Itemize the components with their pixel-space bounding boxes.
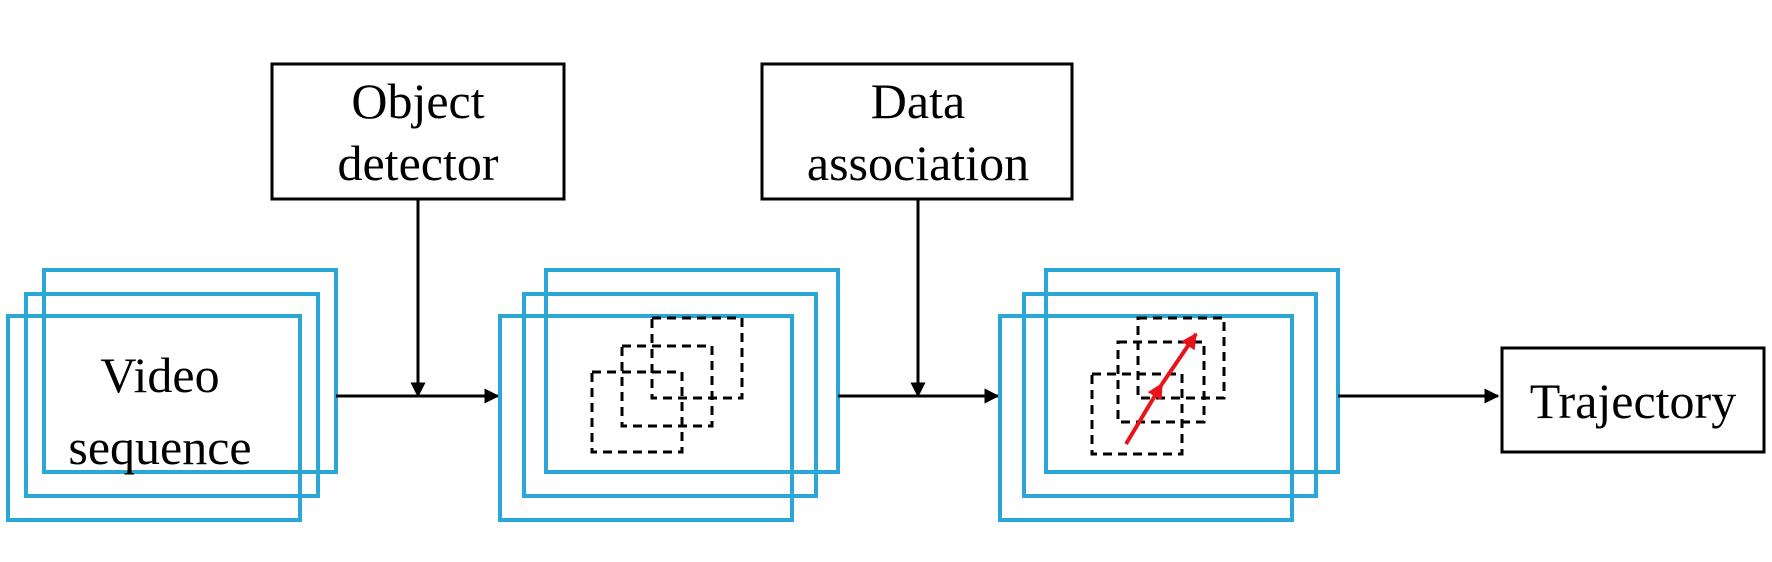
frame-middle — [522, 292, 818, 498]
trajectory-label: Trajectory — [1530, 373, 1736, 429]
object-detector-label-line1: Object — [351, 73, 484, 129]
motion-arrow-segment-2 — [1160, 332, 1198, 386]
associated-boxes — [1090, 316, 1226, 456]
frame-back — [42, 268, 338, 474]
data-association-label-line2: association — [807, 135, 1029, 191]
frame-front — [998, 314, 1294, 522]
association-frames — [998, 268, 1340, 522]
trajectory-box — [1500, 346, 1766, 454]
detection-boxes — [590, 316, 744, 454]
associated-box-back — [1136, 316, 1226, 400]
video-sequence-label-line2: sequence — [68, 419, 251, 475]
frame-back — [544, 268, 840, 474]
detection-frames — [498, 268, 840, 522]
associated-box-front — [1090, 372, 1184, 456]
associated-box-middle — [1116, 340, 1206, 424]
frame-back — [1044, 268, 1340, 474]
motion-arrow-segment-1 — [1124, 382, 1164, 446]
frame-front — [6, 314, 302, 522]
detection-box-front — [590, 370, 684, 454]
data-association-box — [760, 62, 1074, 201]
object-detector-box — [270, 62, 566, 201]
video-sequence-frames — [6, 268, 338, 522]
detection-box-back — [650, 316, 744, 400]
video-sequence-label-line1: Video — [100, 347, 219, 403]
detection-box-middle — [620, 344, 714, 428]
frame-middle — [1022, 292, 1318, 498]
frame-front — [498, 314, 794, 522]
object-detector-label-line2: detector — [337, 135, 498, 191]
data-association-label-line1: Data — [871, 73, 965, 129]
frame-middle — [24, 292, 320, 498]
